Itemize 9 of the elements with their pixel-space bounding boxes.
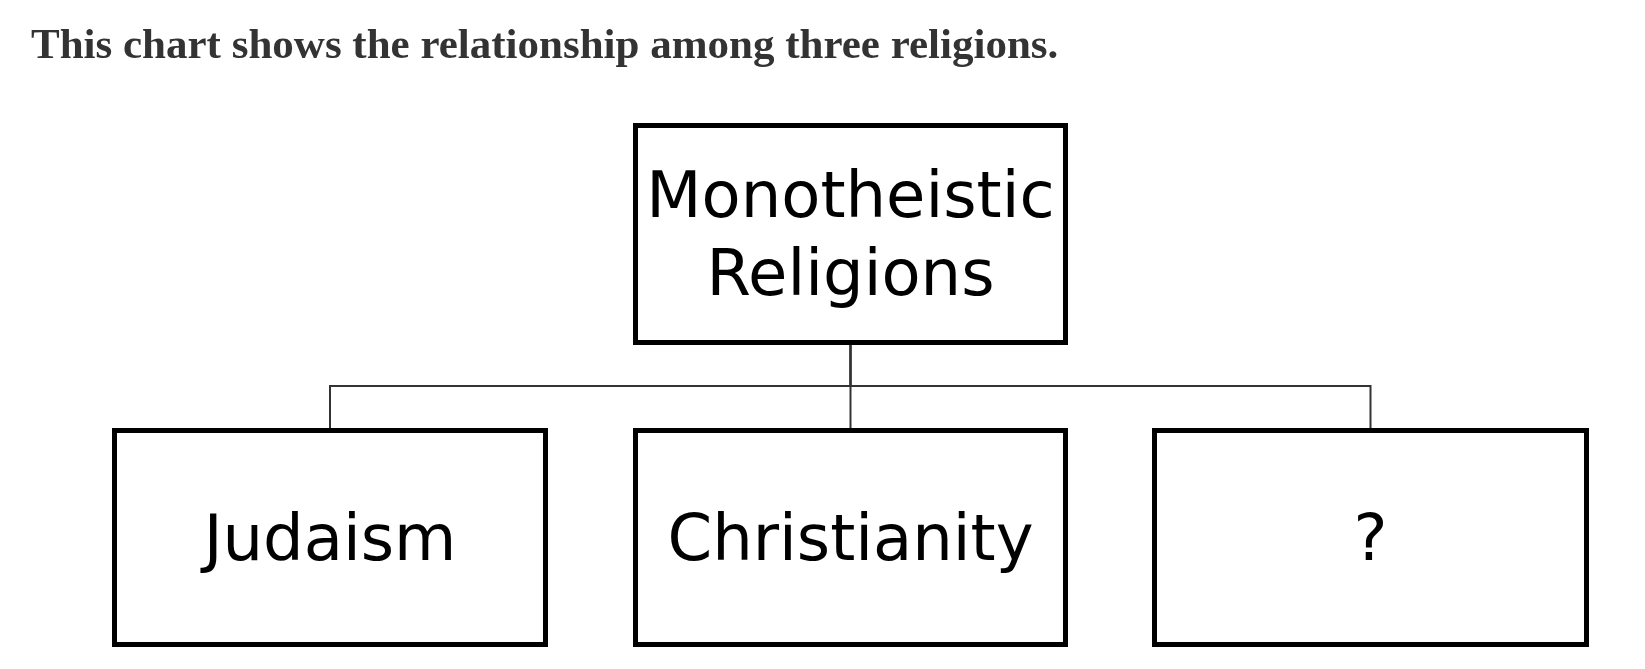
category-box (633, 123, 1068, 345)
category-box (1152, 428, 1589, 647)
chart-title: This chart shows the relationship among three religions. (31, 19, 1059, 69)
box-label: ? (1353, 499, 1388, 577)
category-box (112, 428, 548, 647)
category-box (633, 428, 1068, 647)
box-label: Christianity (667, 499, 1034, 577)
box-label: Monotheistic Religions (645, 157, 1056, 312)
connector-line (849, 344, 1372, 429)
